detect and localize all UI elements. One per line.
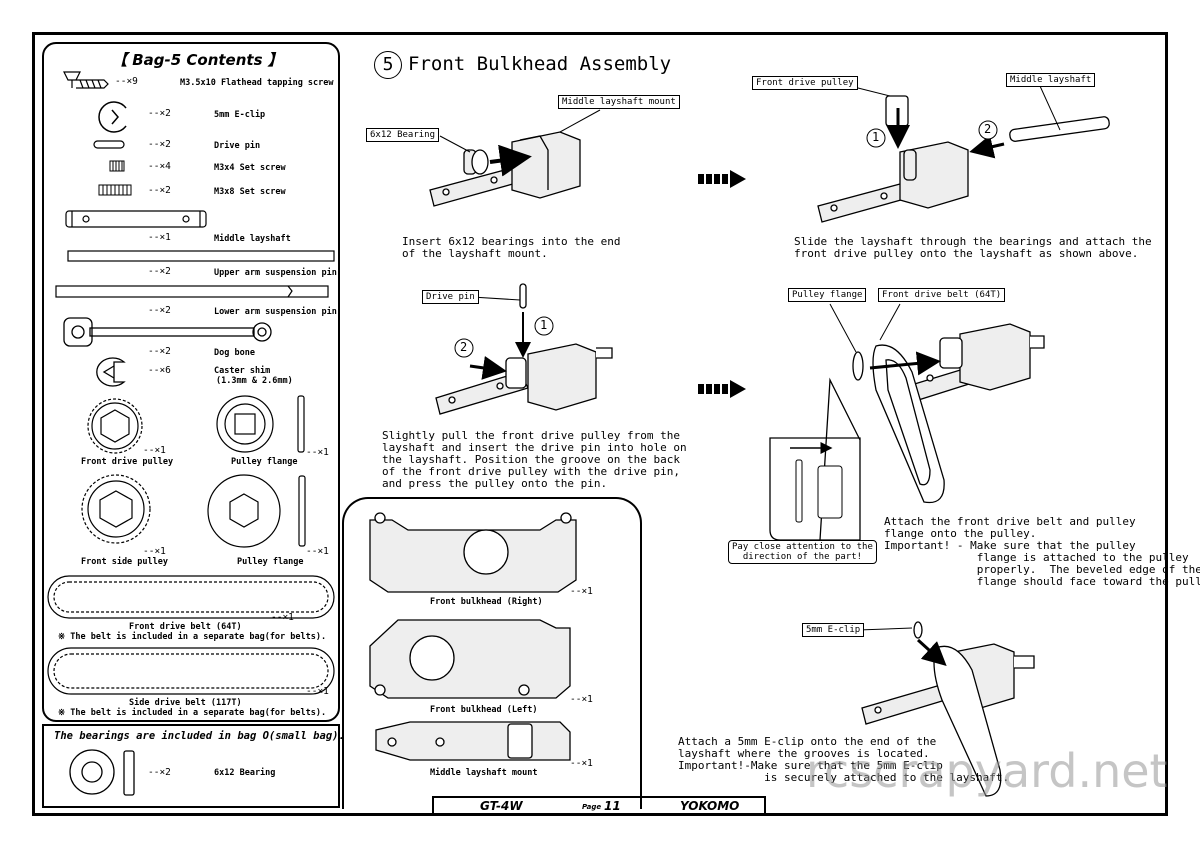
bag-item-name: M3x4 Set screw (214, 163, 286, 173)
page-footer: GT-4W Page 11 YOKOMO (432, 796, 766, 816)
front-drive-pulley-qty: --×1 (143, 445, 166, 456)
callout-bearing: 6x12 Bearing (366, 128, 440, 142)
front-bulkhead-right-qty: --×1 (570, 586, 593, 597)
callout-e-clip: 5mm E-clip (802, 623, 865, 637)
order-marker: 2 (984, 122, 992, 136)
footer-page-label: Page (582, 803, 602, 811)
front-drive-pulley-label: Front drive pulley (81, 457, 174, 467)
bag-item-name: M3.5x10 Flathead tapping screw (180, 78, 334, 88)
bag-item-name: Caster shim (214, 366, 271, 376)
front-drive-belt-label: Front drive belt (64T) (129, 622, 242, 632)
pulley-flange-1-label: Pulley flange (231, 457, 298, 467)
bag-item-qty: --×2 (148, 139, 171, 150)
instruction-step2: Slide the layshaft through the bearings … (794, 235, 1152, 260)
step-number: 5 (374, 51, 402, 79)
bag-contents-heading: 【 Bag-5 Contents 】 (112, 51, 283, 69)
front-bulkhead-left-qty: --×1 (570, 694, 593, 705)
side-drive-belt-label: Side drive belt (117T) (129, 698, 242, 708)
bag-item-qty: --×2 (148, 108, 171, 119)
callout-middle-layshaft: Middle layshaft (1006, 73, 1096, 87)
instruction-step4: Attach the front drive belt and pulley f… (884, 515, 1200, 588)
side-drive-belt-qty: --×1 (306, 686, 329, 697)
pulley-flange-1-qty: --×1 (306, 447, 329, 458)
front-drive-belt-qty: --×1 (271, 612, 294, 623)
side-drive-belt-note: ※ The belt is included in a separate bag… (58, 708, 327, 718)
pulley-flange-2-label: Pulley flange (237, 557, 304, 567)
bag-item-name: M3x8 Set screw (214, 187, 286, 197)
front-side-pulley-label: Front side pulley (81, 557, 168, 567)
bag-item-qty: --×4 (148, 161, 171, 172)
bag-item-qty: --×6 (148, 365, 171, 376)
middle-layshaft-mount-label: Middle layshaft mount (430, 768, 538, 778)
bag-item-qty: --×2 (148, 305, 171, 316)
bag-item-qty: --×9 (115, 76, 138, 87)
footer-model: GT-4W (480, 799, 523, 813)
bag-item-qty: --×2 (148, 346, 171, 357)
front-side-pulley-qty: --×1 (143, 546, 166, 557)
callout-front-drive-belt: Front drive belt (64T) (878, 288, 1006, 302)
bag-item-name: Middle layshaft (214, 234, 291, 244)
bag-item-name: Dog bone (214, 348, 255, 358)
bag-item-name: Drive pin (214, 141, 261, 151)
callout-front-drive-pulley: Front drive pulley (752, 76, 858, 90)
callout-attention: Pay close attention to the direction of … (728, 540, 877, 564)
bearing-name: 6x12 Bearing (214, 768, 276, 778)
order-marker: 1 (872, 130, 880, 144)
callout-pulley-flange: Pulley flange (788, 288, 867, 302)
bag-item-qty: --×2 (148, 266, 171, 277)
bag-item-qty: --×1 (148, 232, 171, 243)
bag-item-name: 5mm E-clip (214, 110, 266, 120)
order-marker: 2 (460, 340, 468, 354)
front-bulkhead-right-label: Front bulkhead (Right) (430, 597, 543, 607)
watermark: rcscrapyard.net (806, 744, 1168, 798)
callout-drive-pin: Drive pin (422, 290, 479, 304)
front-drive-belt-note: ※ The belt is included in a separate bag… (58, 632, 327, 642)
instruction-step1: Insert 6x12 bearings into the end of the… (402, 235, 621, 260)
bulkhead-parts-panel (342, 497, 642, 809)
bag-contents-panel (42, 42, 340, 722)
bag-item-name: Upper arm suspension pin (214, 268, 337, 278)
footer-page-number: 11 (604, 799, 621, 813)
front-bulkhead-left-label: Front bulkhead (Left) (430, 705, 538, 715)
bearing-bag-panel (42, 724, 340, 808)
order-marker: 1 (540, 318, 548, 332)
callout-middle-layshaft-mount: Middle layshaft mount (558, 95, 680, 109)
instruction-step3: Slightly pull the front drive pulley fro… (382, 429, 687, 490)
bag-item-name: Lower arm suspension pin (214, 307, 337, 317)
pulley-flange-2-qty: --×1 (306, 546, 329, 557)
bearing-qty: --×2 (148, 767, 171, 778)
bag-item-sub: (1.3mm & 2.6mm) (216, 376, 293, 386)
bag-item-qty: --×2 (148, 185, 171, 196)
instruction-step5: Attach a 5mm E-clip onto the end of the … (678, 735, 1010, 784)
footer-brand: YOKOMO (680, 799, 740, 813)
bearing-bag-heading: The bearings are included in bag O(small… (54, 730, 345, 742)
middle-layshaft-mount-qty: --×1 (570, 758, 593, 769)
